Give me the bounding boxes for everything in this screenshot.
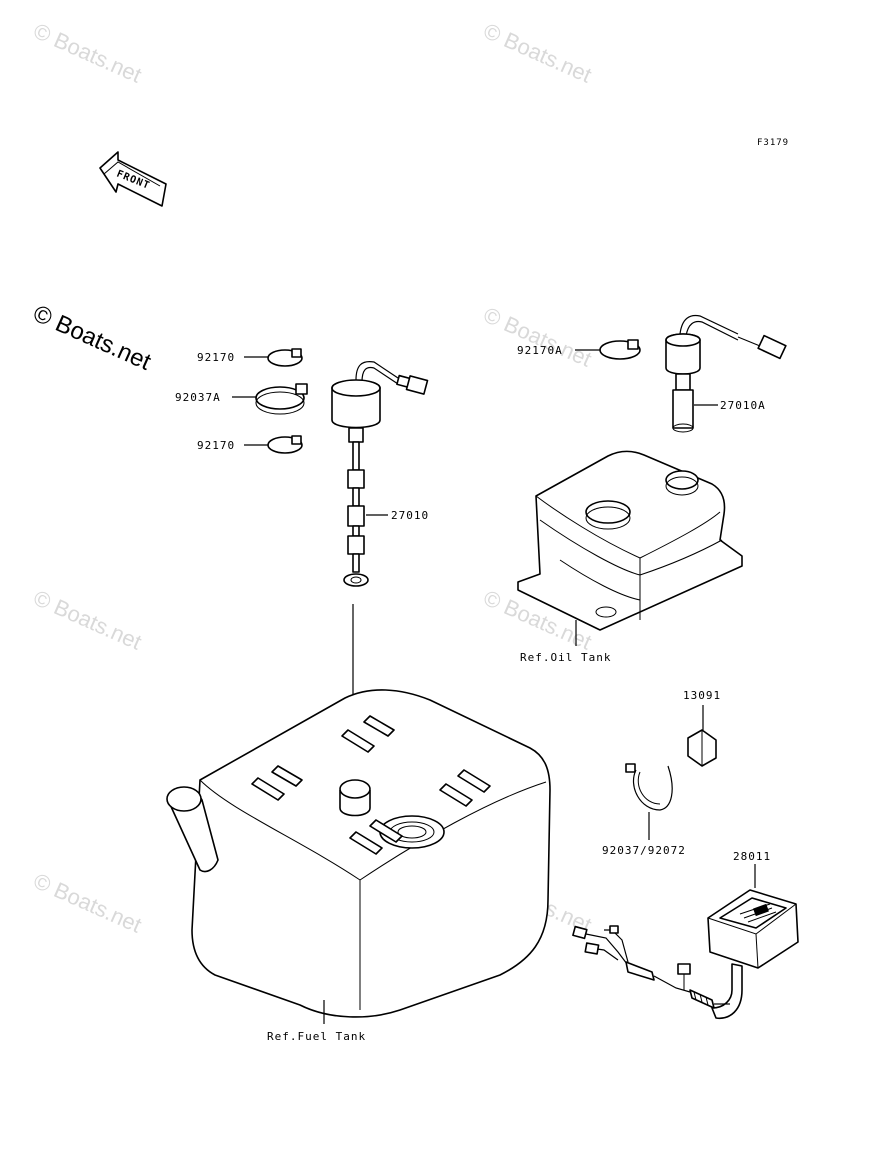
fuel-tank	[166, 689, 551, 1018]
label-92037-92072: 92037/92072	[602, 844, 686, 857]
label-92170-top: 92170	[197, 351, 235, 364]
ref-fuel-tank-label: Ref.Fuel Tank	[267, 1030, 366, 1043]
oil-sensor-27010A	[665, 314, 787, 433]
label-92170A: 92170A	[517, 344, 563, 357]
label-27010: 27010	[391, 509, 429, 522]
clamp-92170-top	[267, 348, 303, 367]
oil-meter-28011	[707, 889, 799, 1019]
label-13091: 13091	[683, 689, 721, 702]
fuel-sender-27010	[331, 360, 429, 587]
oil-tank	[517, 450, 743, 631]
wire-harness	[572, 925, 730, 1009]
clamp-92170-bottom	[267, 435, 303, 454]
label-28011: 28011	[733, 850, 771, 863]
ref-oil-tank-label: Ref.Oil Tank	[520, 651, 611, 664]
front-arrow-icon: FRONT	[99, 151, 167, 207]
figure-code: F3179	[757, 138, 789, 148]
connector-13091	[687, 729, 717, 767]
band-92037A	[255, 383, 308, 415]
label-92170-bottom: 92170	[197, 439, 235, 452]
clamp-92170A	[599, 339, 641, 360]
band-92037-92072	[625, 763, 673, 811]
label-92037A: 92037A	[175, 391, 221, 404]
label-27010A: 27010A	[720, 399, 766, 412]
